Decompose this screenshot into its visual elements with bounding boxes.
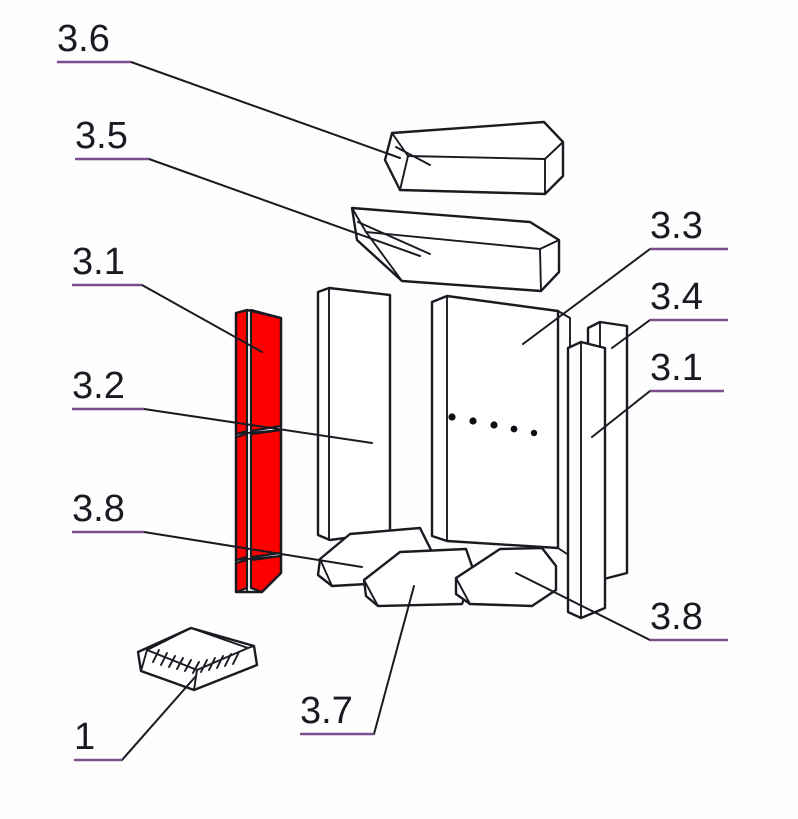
rear-panel-hole-row: [448, 413, 538, 437]
label-3-1-right[interactable]: 3.1: [650, 347, 703, 389]
label-3-6-leader: [130, 61, 401, 159]
part-left-brick-stack-3-1-highlighted[interactable]: [234, 308, 283, 594]
label-1[interactable]: 1: [74, 716, 96, 758]
label-3-3[interactable]: 3.3: [650, 205, 703, 247]
label-3-7-leader: [373, 585, 415, 735]
label-3-8-left-leader: [143, 531, 363, 568]
label-3-3-leader: [522, 248, 651, 345]
part-right-side-brick-3-1[interactable]: [566, 340, 607, 620]
label-3-4-leader: [611, 319, 651, 349]
label-3-1-right-leader: [591, 390, 651, 438]
label-3-5[interactable]: 3.5: [75, 115, 128, 157]
label-3-8-right-leader: [515, 572, 651, 641]
part-right-hearth-brick-3-8[interactable]: [454, 546, 558, 608]
label-3-2[interactable]: 3.2: [72, 365, 125, 407]
part-rear-panel-3-3[interactable]: [430, 294, 571, 557]
label-3-2-leader: [143, 408, 373, 444]
label-3-1-left[interactable]: 3.1: [72, 241, 125, 283]
label-3-8-right[interactable]: 3.8: [650, 596, 703, 638]
grate-bars: [152, 649, 240, 674]
label-3-7[interactable]: 3.7: [300, 690, 353, 732]
label-1-leader: [121, 675, 197, 761]
part-lower-baffle-plate-3-5[interactable]: [350, 206, 561, 293]
part-upper-baffle-plate-3-6[interactable]: [383, 120, 565, 196]
label-3-5-leader: [148, 158, 421, 257]
label-3-4[interactable]: 3.4: [650, 276, 703, 318]
part-center-hearth-brick-3-7[interactable]: [362, 547, 476, 608]
label-3-6[interactable]: 3.6: [57, 18, 110, 60]
part-left-inner-panel-3-2[interactable]: [316, 286, 392, 542]
label-3-8-left[interactable]: 3.8: [72, 488, 125, 530]
part-grate-ash-pan-1[interactable]: [136, 626, 259, 692]
leader-lines: [121, 61, 651, 761]
label-3-1-left-leader: [141, 284, 263, 353]
label-underlines: [57, 60, 728, 762]
